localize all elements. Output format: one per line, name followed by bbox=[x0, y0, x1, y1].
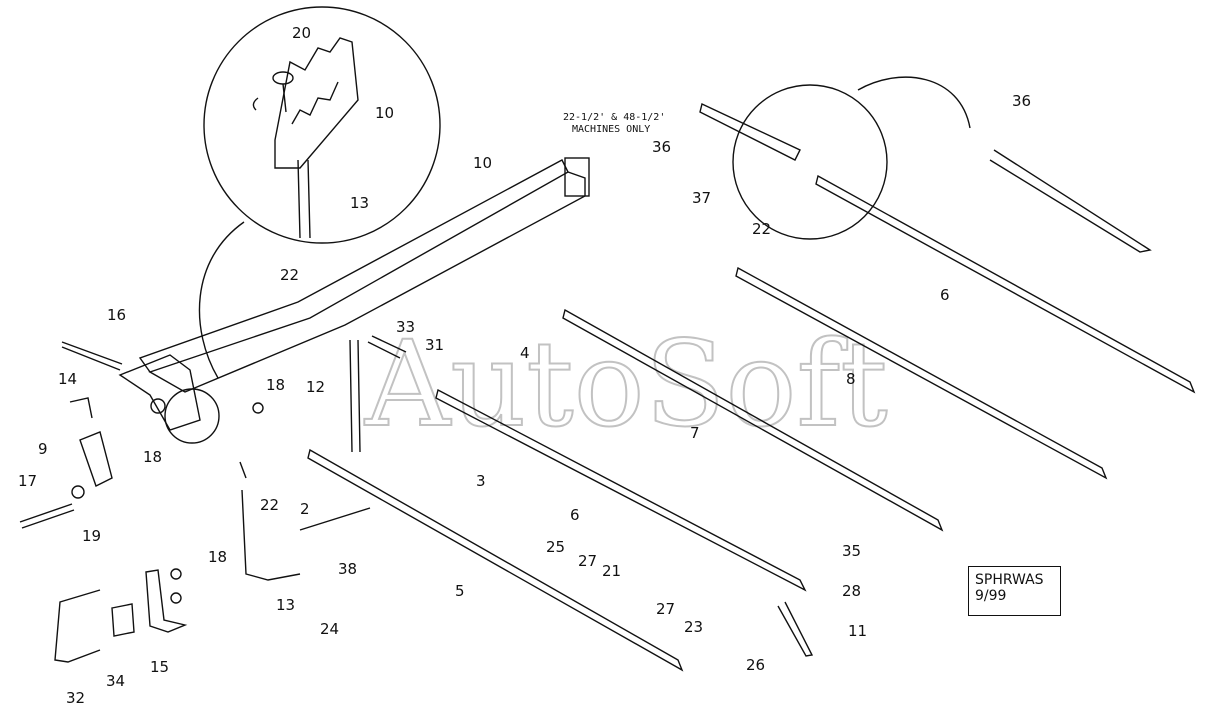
tines bbox=[777, 149, 1152, 657]
callout-23: 23 bbox=[684, 618, 703, 636]
callout-18: 18 bbox=[266, 376, 285, 394]
code-line-1: SPHRWAS bbox=[975, 572, 1044, 588]
callout-17: 17 bbox=[18, 472, 37, 490]
callout-6: 6 bbox=[940, 286, 950, 304]
callout-31: 31 bbox=[425, 336, 444, 354]
callout-18: 18 bbox=[208, 548, 227, 566]
callout-22: 22 bbox=[260, 496, 279, 514]
callout-27: 27 bbox=[578, 552, 597, 570]
callout-37: 37 bbox=[692, 189, 711, 207]
callout-12: 12 bbox=[306, 378, 325, 396]
chain bbox=[241, 335, 407, 581]
tongue-beam bbox=[118, 157, 590, 431]
callout-36: 36 bbox=[1012, 92, 1031, 110]
callout-10: 10 bbox=[473, 154, 492, 172]
harrow-bars bbox=[307, 103, 1196, 672]
callout-36: 36 bbox=[652, 138, 671, 156]
callout-16: 16 bbox=[107, 306, 126, 324]
hitch-bracket bbox=[19, 341, 264, 529]
callout-34: 34 bbox=[106, 672, 125, 690]
callout-25: 25 bbox=[546, 538, 565, 556]
callout-20: 20 bbox=[292, 24, 311, 42]
note-line-2: MACHINES ONLY bbox=[572, 124, 650, 135]
callout-32: 32 bbox=[66, 689, 85, 707]
callout-5: 5 bbox=[455, 582, 465, 600]
detail-circle-hitch bbox=[203, 6, 441, 244]
callout-3: 3 bbox=[476, 472, 486, 490]
callout-8: 8 bbox=[846, 370, 856, 388]
callout-22: 22 bbox=[752, 220, 771, 238]
callout-27: 27 bbox=[656, 600, 675, 618]
callout-22: 22 bbox=[280, 266, 299, 284]
callout-6: 6 bbox=[570, 506, 580, 524]
callout-28: 28 bbox=[842, 582, 861, 600]
watermark: AutoSoft bbox=[364, 315, 888, 453]
callout-26: 26 bbox=[746, 656, 765, 674]
latch-detail bbox=[252, 37, 359, 239]
callout-9: 9 bbox=[38, 440, 48, 458]
drawing-code-box: SPHRWAS 9/99 bbox=[968, 566, 1061, 616]
callout-10: 10 bbox=[375, 104, 394, 122]
callout-38: 38 bbox=[338, 560, 357, 578]
callout-4: 4 bbox=[520, 344, 530, 362]
callout-labels: 20 10 13 10 22 16 14 9 18 17 19 18 12 33… bbox=[18, 24, 1031, 707]
callout-13: 13 bbox=[276, 596, 295, 614]
callout-33: 33 bbox=[396, 318, 415, 336]
clamp-parts bbox=[54, 568, 188, 663]
detail-circle-top-right bbox=[732, 84, 888, 240]
code-line-2: 9/99 bbox=[975, 588, 1007, 604]
callout-14: 14 bbox=[58, 370, 77, 388]
note-line-1: 22-1/2' & 48-1/2' bbox=[563, 112, 665, 123]
callout-35: 35 bbox=[842, 542, 861, 560]
detail-circle-small bbox=[164, 388, 220, 444]
arrows bbox=[198, 76, 971, 531]
callout-19: 19 bbox=[82, 527, 101, 545]
callout-15: 15 bbox=[150, 658, 169, 676]
callout-21: 21 bbox=[602, 562, 621, 580]
callout-13: 13 bbox=[350, 194, 369, 212]
callout-18: 18 bbox=[143, 448, 162, 466]
callout-7: 7 bbox=[690, 424, 700, 442]
callout-24: 24 bbox=[320, 620, 339, 638]
callout-2: 2 bbox=[300, 500, 310, 518]
callout-11: 11 bbox=[848, 622, 867, 640]
